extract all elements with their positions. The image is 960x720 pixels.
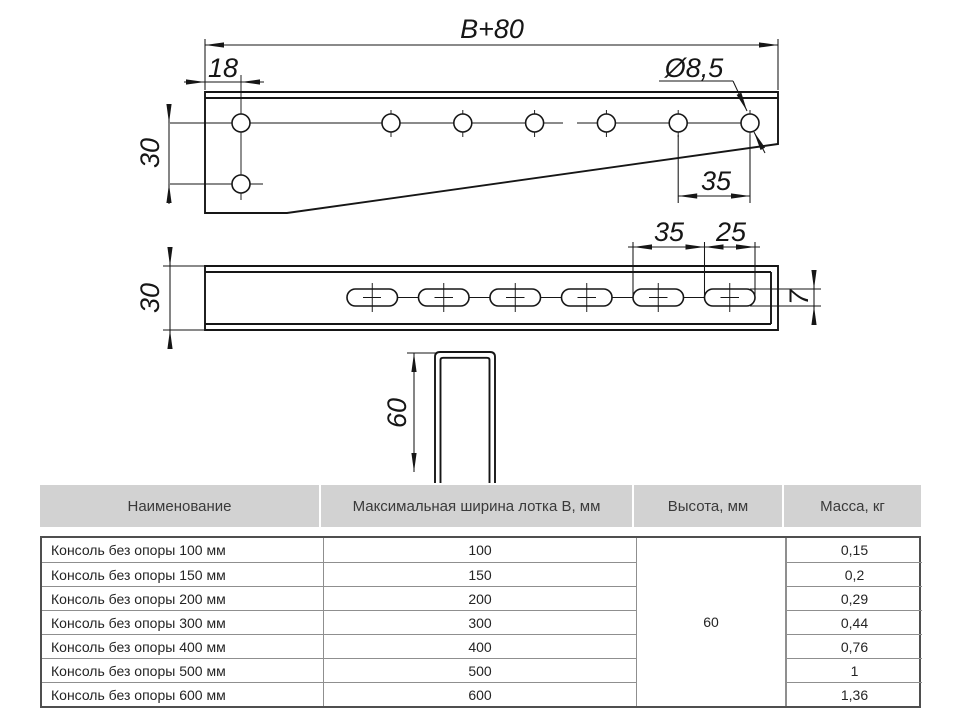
top-view: 30 35 25 7: [135, 217, 821, 349]
row-name: Консоль без опоры 150 мм: [42, 562, 323, 586]
dim-total-width: В+80: [460, 14, 524, 44]
channel-view: 60: [382, 351, 496, 483]
dim-hole-spacing: 35: [701, 166, 732, 196]
row-name: Консоль без опоры 100 мм: [51, 542, 226, 558]
dim-bar-width: 30: [135, 283, 165, 313]
spec-table: Наименование Максимальная ширина лотка В…: [40, 485, 922, 708]
row-name: Консоль без опоры 200 мм: [42, 586, 323, 610]
table-header-width: Максимальная ширина лотка В, мм: [321, 485, 634, 527]
row-name: Консоль без опоры 500 мм: [42, 658, 323, 682]
table-header-height: Высота, мм: [634, 485, 784, 527]
row-name: Консоль без опоры 300 мм: [42, 610, 323, 634]
row-width: 300: [323, 610, 636, 634]
dim-slot-pitch: 35: [654, 217, 685, 247]
dim-hole-diameter: Ø8,5: [664, 53, 725, 83]
technical-drawing: В+80 18 30 Ø8,5 35: [135, 14, 821, 483]
table-header-name: Наименование: [40, 485, 321, 527]
row-mass: 0,44: [786, 610, 922, 634]
row-mass: 0,2: [786, 562, 922, 586]
row-width: 500: [323, 658, 636, 682]
row-width: 600: [323, 682, 636, 706]
row-name: Консоль без опоры 600 мм: [42, 682, 323, 706]
row-width: 200: [323, 586, 636, 610]
row-mass: 0,76: [786, 634, 922, 658]
dim-plate-hole-gap: 30: [135, 138, 165, 168]
table-header-mass: Масса, кг: [784, 485, 921, 527]
dim-slot-length: 25: [715, 217, 747, 247]
row-width: 150: [323, 562, 636, 586]
dim-slot-width: 7: [784, 289, 814, 305]
row-mass: 0,15: [786, 538, 922, 562]
dim-channel-height: 60: [382, 398, 412, 428]
row-width: 400: [323, 634, 636, 658]
row-mass: 1: [786, 658, 922, 682]
row-name: Консоль без опоры 400 мм: [42, 634, 323, 658]
row-mass: 0,29: [786, 586, 922, 610]
row-width: 100: [323, 538, 636, 562]
height-merged-cell: 60: [636, 538, 786, 706]
row-mass: 1,36: [786, 682, 922, 706]
table-header-row: Наименование Максимальная ширина лотка В…: [40, 485, 921, 527]
dim-edge-offset: 18: [208, 53, 238, 83]
side-view: В+80 18 30 Ø8,5 35: [135, 14, 779, 214]
